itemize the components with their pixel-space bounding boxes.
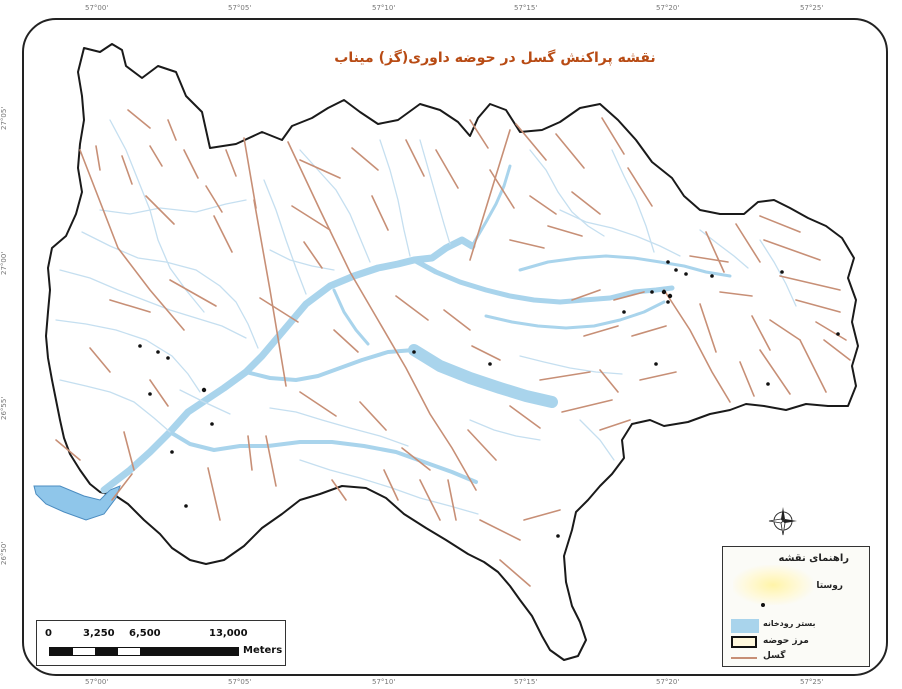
bottom-tick: 57°00' — [85, 678, 109, 686]
village-points — [138, 260, 840, 538]
top-tick: 57°20' — [656, 4, 680, 12]
scale-bar: 0 3,250 6,500 13,000 Meters — [36, 620, 286, 666]
bottom-tick: 57°25' — [800, 678, 824, 686]
river-outlet — [33, 485, 121, 521]
river-channels — [100, 164, 732, 494]
legend-fault-swatch — [731, 657, 757, 659]
top-tick: 57°15' — [514, 4, 538, 12]
legend-boundary-label: مرز حوضه — [763, 636, 809, 646]
fault-lines — [55, 109, 851, 587]
scale-bar-graphic — [49, 647, 239, 656]
map-legend: راهنمای نقشه روستا بستر رودخانه مرز حوضه… — [722, 546, 870, 667]
legend-fault-label: گسل — [763, 651, 786, 661]
scale-label-1: 3,250 — [83, 628, 115, 639]
watershed-boundary — [45, 43, 859, 661]
scale-label-0: 0 — [45, 628, 52, 639]
legend-title: راهنمای نقشه — [778, 553, 850, 564]
top-tick: 57°10' — [372, 4, 396, 12]
top-tick: 57°25' — [800, 4, 824, 12]
legend-village-symbol — [761, 603, 765, 607]
map-title: نقشه پراکنش گسل در حوضه داوری(گز) میناب — [334, 50, 656, 66]
bottom-tick: 57°10' — [372, 678, 396, 686]
legend-river-swatch — [731, 619, 759, 633]
top-tick: 57°00' — [85, 4, 109, 12]
compass-rose-icon — [768, 507, 797, 536]
legend-village-label: روستا — [816, 581, 843, 591]
bottom-tick: 57°05' — [228, 678, 252, 686]
legend-highlight — [733, 565, 813, 605]
bottom-tick: 57°15' — [514, 678, 538, 686]
bottom-tick: 57°20' — [656, 678, 680, 686]
top-tick: 57°05' — [228, 4, 252, 12]
scale-label-2: 6,500 — [129, 628, 161, 639]
legend-river-label: بستر رودخانه — [763, 619, 816, 628]
scale-label-3: 13,000 — [209, 628, 248, 639]
legend-boundary-swatch — [731, 636, 757, 648]
scale-units: Meters — [243, 645, 283, 656]
